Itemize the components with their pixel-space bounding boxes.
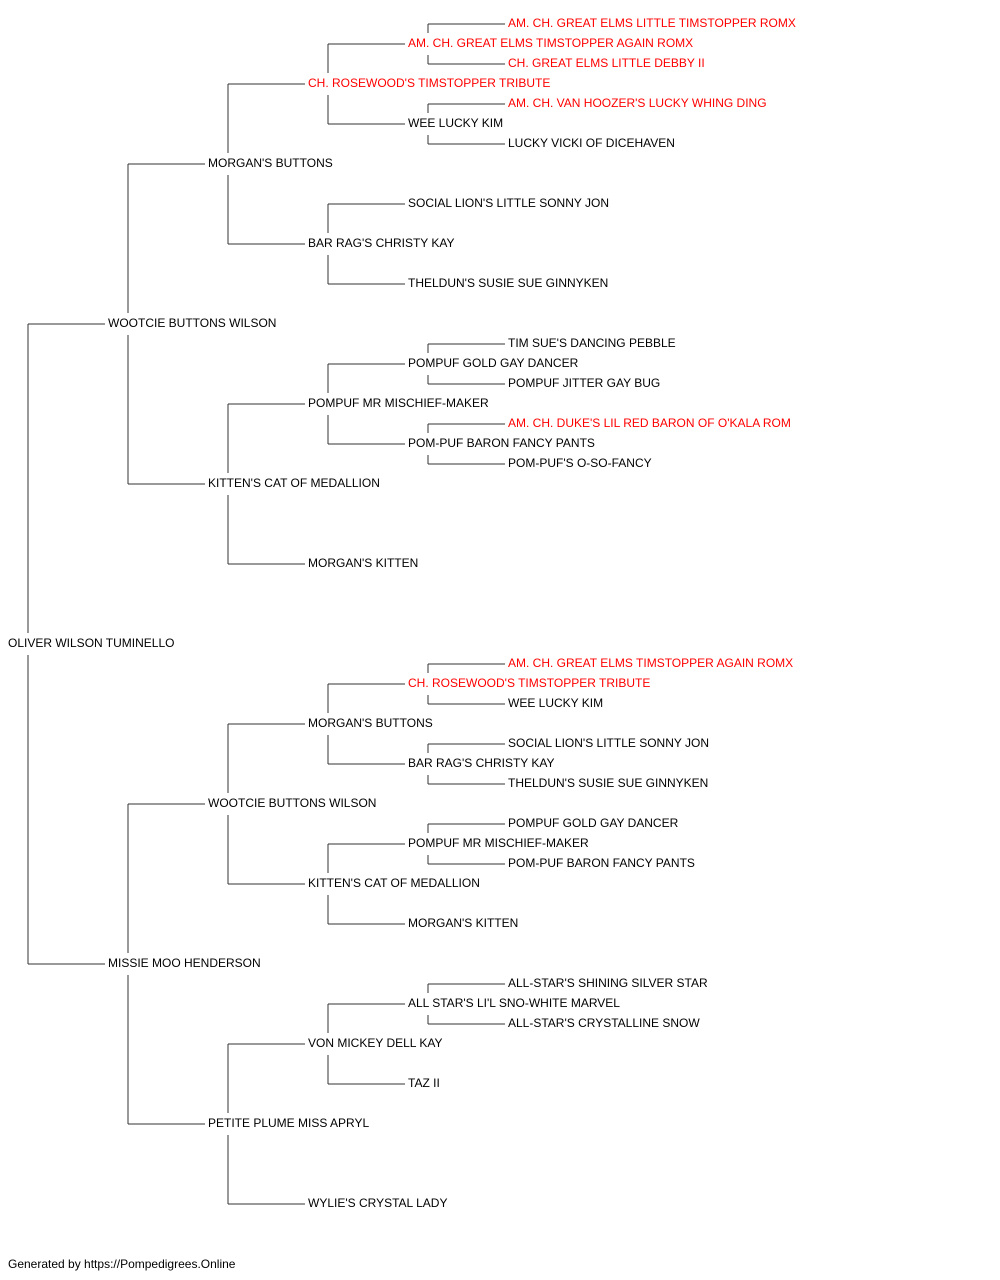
dog-name-pom-puf-baron-fancy-pants: POM-PUF BARON FANCY PANTS <box>408 436 595 450</box>
dog-name-pom-puf-s-o-so-fancy: POM-PUF'S O-SO-FANCY <box>508 456 652 470</box>
dog-name-ch-great-elms-little-debby-ii: CH. GREAT ELMS LITTLE DEBBY II <box>508 56 705 70</box>
dog-name-pompuf-gold-gay-dancer: POMPUF GOLD GAY DANCER <box>408 356 579 370</box>
dog-name-all-star-s-li-l-sno-white-marvel: ALL STAR'S LI'L SNO-WHITE MARVEL <box>408 996 620 1010</box>
dog-name-pompuf-mr-mischief-maker: POMPUF MR MISCHIEF-MAKER <box>408 836 589 850</box>
dog-name-all-star-s-crystalline-snow: ALL-STAR'S CRYSTALLINE SNOW <box>508 1016 700 1030</box>
dog-name-bar-rag-s-christy-kay: BAR RAG'S CHRISTY KAY <box>308 236 455 250</box>
dog-name-theldun-s-susie-sue-ginnyken: THELDUN'S SUSIE SUE GINNYKEN <box>508 776 708 790</box>
dog-name-morgan-s-kitten: MORGAN'S KITTEN <box>308 556 418 570</box>
dog-name-pompuf-mr-mischief-maker: POMPUF MR MISCHIEF-MAKER <box>308 396 489 410</box>
dog-name-lucky-vicki-of-dicehaven: LUCKY VICKI OF DICEHAVEN <box>508 136 675 150</box>
dog-name-wootcie-buttons-wilson: WOOTCIE BUTTONS WILSON <box>208 796 376 810</box>
dog-name-bar-rag-s-christy-kay: BAR RAG'S CHRISTY KAY <box>408 756 555 770</box>
dog-name-morgan-s-kitten: MORGAN'S KITTEN <box>408 916 518 930</box>
dog-name-kitten-s-cat-of-medallion: KITTEN'S CAT OF MEDALLION <box>308 876 480 890</box>
dog-name-social-lion-s-little-sonny-jon: SOCIAL LION'S LITTLE SONNY JON <box>408 196 609 210</box>
dog-name-taz-ii: TAZ II <box>408 1076 440 1090</box>
dog-name-am-ch-great-elms-timstopper-again-romx: AM. CH. GREAT ELMS TIMSTOPPER AGAIN ROMX <box>408 36 693 50</box>
dog-name-petite-plume-miss-apryl: PETITE PLUME MISS APRYL <box>208 1116 369 1130</box>
dog-name-pompuf-jitter-gay-bug: POMPUF JITTER GAY BUG <box>508 376 660 390</box>
dog-name-wee-lucky-kim: WEE LUCKY KIM <box>508 696 603 710</box>
dog-name-wee-lucky-kim: WEE LUCKY KIM <box>408 116 503 130</box>
dog-name-missie-moo-henderson: MISSIE MOO HENDERSON <box>108 956 261 970</box>
dog-name-oliver-wilson-tuminello: OLIVER WILSON TUMINELLO <box>8 636 174 650</box>
dog-name-tim-sue-s-dancing-pebble: TIM SUE'S DANCING PEBBLE <box>508 336 676 350</box>
dog-name-am-ch-great-elms-timstopper-again-romx: AM. CH. GREAT ELMS TIMSTOPPER AGAIN ROMX <box>508 656 793 670</box>
generated-by-footer: Generated by https://Pompedigrees.Online <box>8 1257 236 1271</box>
dog-name-social-lion-s-little-sonny-jon: SOCIAL LION'S LITTLE SONNY JON <box>508 736 709 750</box>
dog-name-am-ch-duke-s-lil-red-baron-of-o-kala-rom: AM. CH. DUKE'S LIL RED BARON OF O'KALA R… <box>508 416 791 430</box>
dog-name-pom-puf-baron-fancy-pants: POM-PUF BARON FANCY PANTS <box>508 856 695 870</box>
dog-name-pompuf-gold-gay-dancer: POMPUF GOLD GAY DANCER <box>508 816 679 830</box>
dog-name-wylie-s-crystal-lady: WYLIE'S CRYSTAL LADY <box>308 1196 447 1210</box>
dog-name-morgan-s-buttons: MORGAN'S BUTTONS <box>208 156 333 170</box>
dog-name-am-ch-great-elms-little-timstopper-romx: AM. CH. GREAT ELMS LITTLE TIMSTOPPER ROM… <box>508 16 796 30</box>
dog-name-kitten-s-cat-of-medallion: KITTEN'S CAT OF MEDALLION <box>208 476 380 490</box>
dog-name-all-star-s-shining-silver-star: ALL-STAR'S SHINING SILVER STAR <box>508 976 708 990</box>
dog-name-wootcie-buttons-wilson: WOOTCIE BUTTONS WILSON <box>108 316 276 330</box>
dog-name-ch-rosewood-s-timstopper-tribute: CH. ROSEWOOD'S TIMSTOPPER TRIBUTE <box>408 676 650 690</box>
dog-name-theldun-s-susie-sue-ginnyken: THELDUN'S SUSIE SUE GINNYKEN <box>408 276 608 290</box>
dog-name-morgan-s-buttons: MORGAN'S BUTTONS <box>308 716 433 730</box>
dog-name-ch-rosewood-s-timstopper-tribute: CH. ROSEWOOD'S TIMSTOPPER TRIBUTE <box>308 76 550 90</box>
dog-name-am-ch-van-hoozer-s-lucky-whing-ding: AM. CH. VAN HOOZER'S LUCKY WHING DING <box>508 96 767 110</box>
dog-name-von-mickey-dell-kay: VON MICKEY DELL KAY <box>308 1036 443 1050</box>
